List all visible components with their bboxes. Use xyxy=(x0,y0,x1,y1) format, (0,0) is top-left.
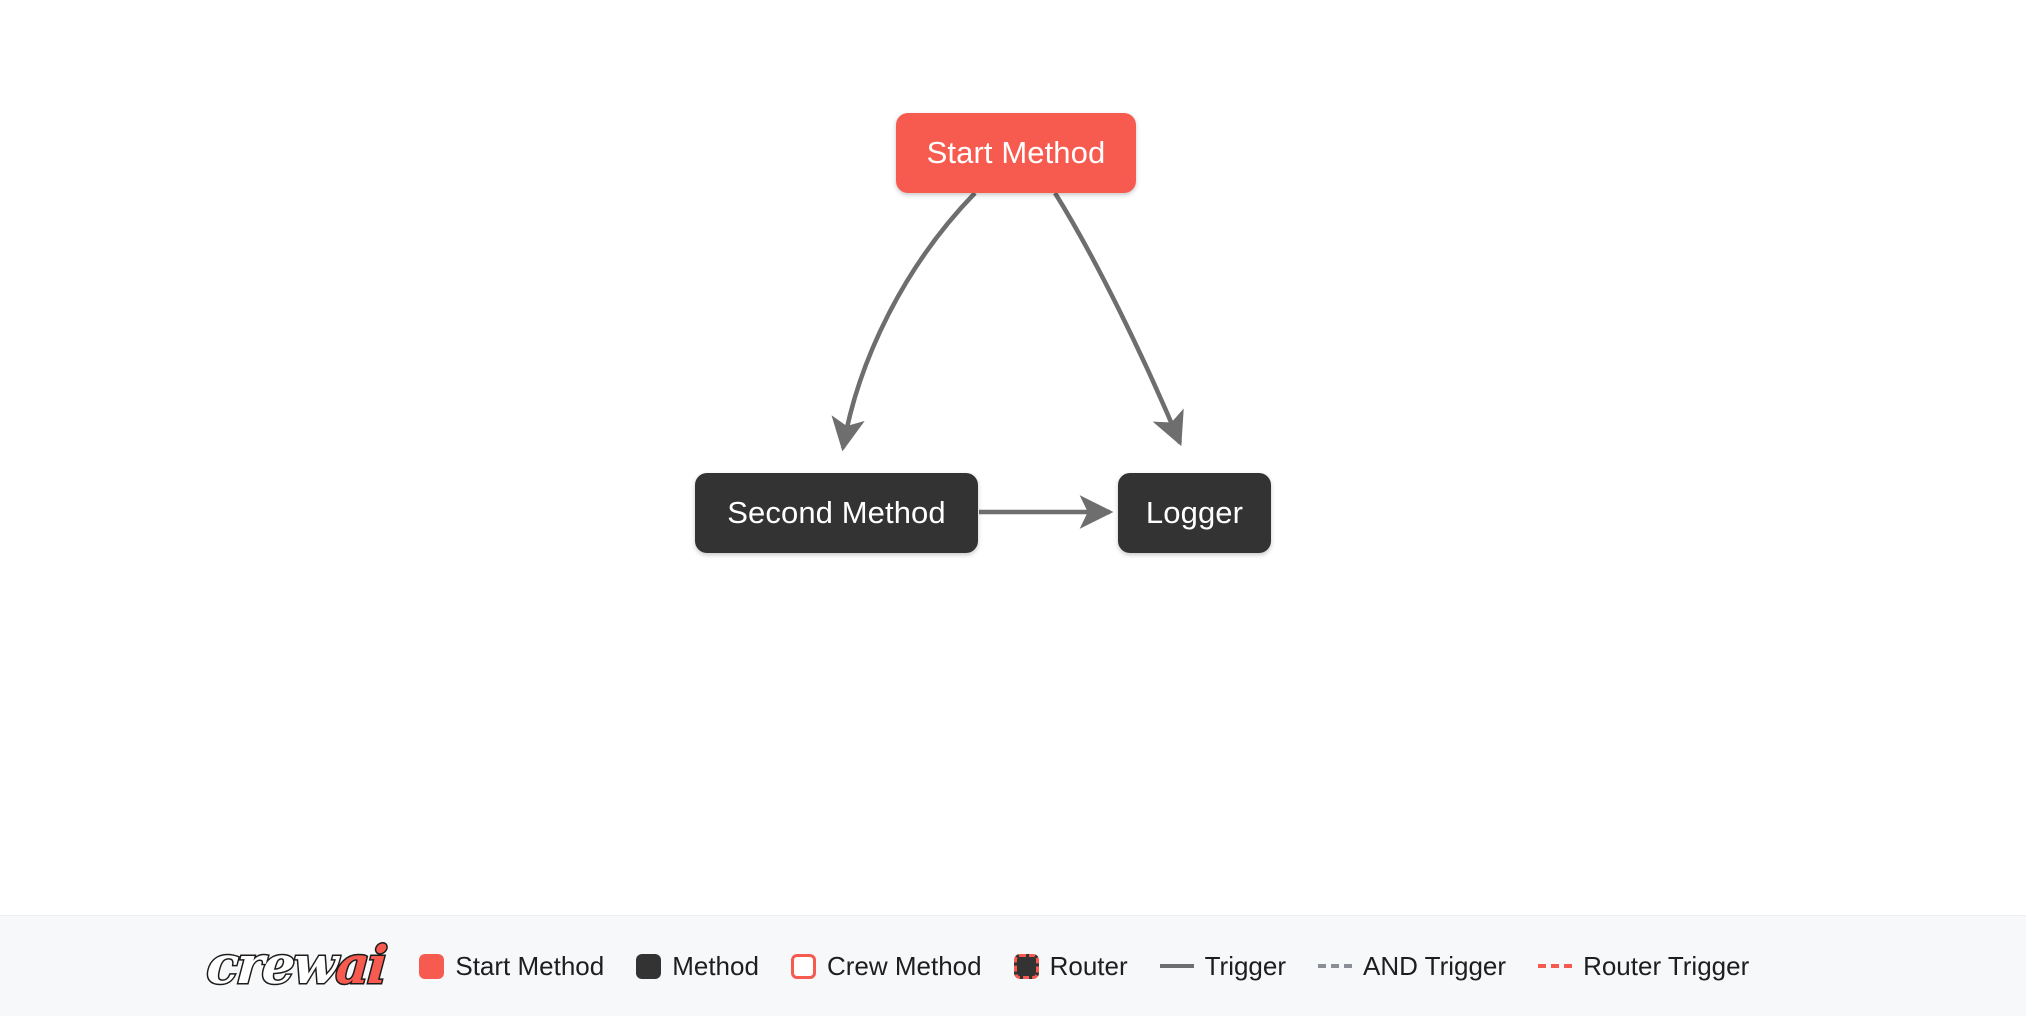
legend-item-router: Router xyxy=(1013,950,1128,982)
legend-item-and-trigger: AND Trigger xyxy=(1318,951,1506,982)
legend-item-label: Trigger xyxy=(1204,950,1287,981)
flow-node-label: Logger xyxy=(1145,495,1244,530)
legend-item-start-method: Start Method xyxy=(419,951,604,982)
flow-node-logger[interactable]: Logger xyxy=(1118,473,1271,553)
edge-start-method-to-logger xyxy=(1053,191,1184,447)
trigger-line-icon xyxy=(1159,964,1194,968)
legend-item-label: Start Method xyxy=(455,950,605,981)
crewai-logo-ai: ai xyxy=(332,934,389,998)
router-trigger-line-icon xyxy=(1538,964,1573,968)
flow-node-label: Second Method xyxy=(727,495,946,530)
legend-item-label: Crew Method xyxy=(826,950,982,981)
legend-item-trigger: Trigger xyxy=(1159,950,1287,982)
legend-item-label: AND Trigger xyxy=(1363,950,1507,981)
legend-item-router-trigger: Router Trigger xyxy=(1538,951,1749,982)
start-method-swatch-icon xyxy=(419,953,445,979)
legend-item-crew-method: Crew Method xyxy=(790,950,982,982)
flow-canvas[interactable]: Start Method Second Method Logger xyxy=(0,0,2026,915)
flow-node-start-method[interactable]: Start Method xyxy=(896,113,1136,193)
legend-item-label: Router xyxy=(1049,950,1128,981)
flow-node-label: Start Method xyxy=(926,135,1106,170)
and-trigger-line-icon xyxy=(1318,964,1353,968)
crew-method-swatch-icon xyxy=(790,953,816,979)
router-swatch-icon xyxy=(1013,953,1039,979)
crewai-logo-crew: crew xyxy=(203,934,339,998)
flow-node-second-method[interactable]: Second Method xyxy=(695,473,978,553)
legend-item-label: Router Trigger xyxy=(1583,950,1750,981)
method-swatch-icon xyxy=(636,953,662,979)
legend-item-method: Method xyxy=(636,951,759,982)
legend-items: Start Method Method Crew Method Router T… xyxy=(419,951,1749,982)
legend-item-label: Method xyxy=(672,950,759,981)
edge-start-method-to-second-method xyxy=(831,191,977,452)
